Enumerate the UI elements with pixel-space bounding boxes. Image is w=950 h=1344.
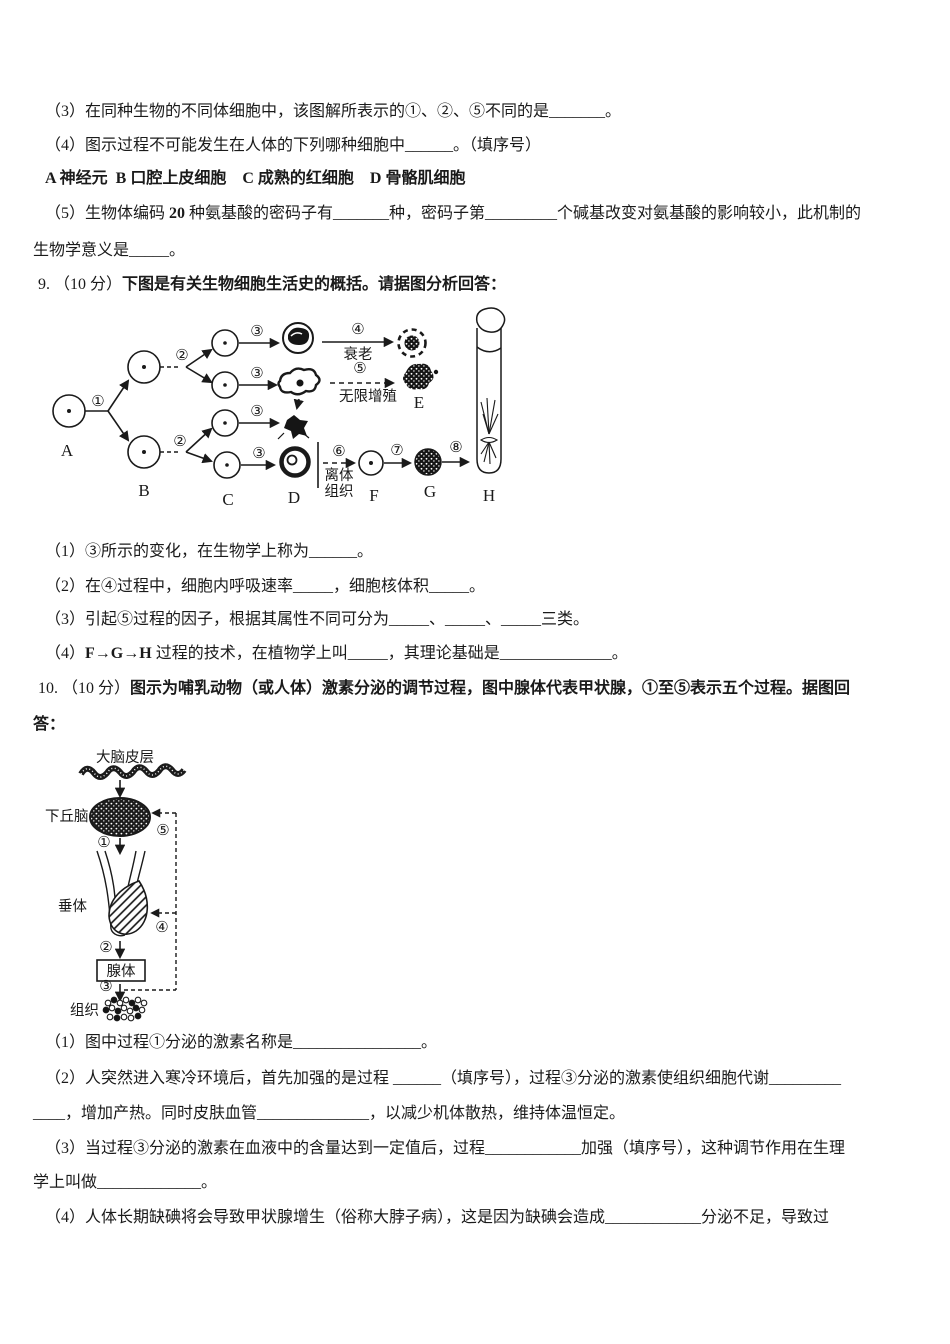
in-vitro-caption-2: 组织: [325, 483, 354, 500]
unlimited-proliferation-caption: 无限增殖: [339, 388, 397, 405]
q10-sub4-line: （4）人体长期缺碘将会导致甲状腺增生（俗称大脖子病），这是因为缺碘会造成____…: [45, 1209, 830, 1226]
q10-sub2-line1: （2）人突然进入寒冷环境后，首先加强的是过程 ______（填序号），过程③分泌…: [45, 1070, 842, 1087]
feedback-dashed-lines: [124, 808, 177, 991]
tissue-label: 组织: [70, 1002, 99, 1019]
q8-options-line: A 神经元 B 口腔上皮细胞 C 成熟的红细胞 D 骨骼肌细胞: [45, 170, 466, 187]
q10-number: 10. （10 分）: [38, 680, 131, 697]
label-F: F: [369, 486, 378, 505]
gland-label: 腺体: [107, 963, 136, 980]
differentiated-cell-1: [282, 322, 314, 354]
step-5-label: ⑤: [353, 361, 366, 377]
hormone-regulation-diagram: 大脑皮层 下丘脑 ⑤ ① 垂体 ④ ② 腺体: [45, 749, 187, 1022]
step-3d-label: ③: [252, 446, 265, 462]
step-4-label: ④: [155, 920, 168, 936]
q9-number: 9. （10 分）: [38, 276, 123, 293]
q9-sub3-line: （3）引起⑤过程的因子，根据其属性不同可分为_____、_____、_____三…: [45, 611, 590, 628]
q10-stem-line2: 答：: [33, 716, 66, 733]
q8-sub5-rest: 种氨基酸的密码子有_______种，密码子第_________个碱基改变对氨基酸…: [185, 205, 862, 222]
q10-stem-text: 图示为哺乳动物（或人体）激素分泌的调节过程，图中腺体代表甲状腺，①至⑤表示五个过…: [130, 680, 851, 697]
label-D: D: [288, 488, 300, 507]
differentiated-cell-4: [279, 446, 311, 478]
cell-life-history-diagram: ① ② ② ③ ③ ③ ③ ④ ⑤ ⑥ ⑦ ⑧ 衰老 无限增殖 离体 组织 A …: [52, 307, 506, 509]
hypothalamus-shape: [89, 797, 151, 837]
q8-sub5-prefix: （5）生物体编码: [45, 205, 170, 222]
differentiated-cell-2: [277, 367, 321, 396]
connectors: [85, 366, 319, 488]
step-5-label: ⑤: [156, 823, 169, 839]
pituitary-shape: [96, 850, 149, 937]
step-4-label: ④: [351, 322, 364, 338]
cancer-cell-E: [403, 363, 439, 390]
step-6-label: ⑥: [332, 444, 345, 460]
solid-arrows: [107, 336, 471, 471]
q8-sub5-number: 20: [169, 205, 186, 222]
step-3b-label: ③: [250, 366, 263, 382]
pituitary-label: 垂体: [58, 898, 87, 915]
q10-stem-line1: 10. （10 分）图示为哺乳动物（或人体）激素分泌的调节过程，图中腺体代表甲状…: [38, 678, 850, 700]
label-H: H: [483, 486, 495, 505]
label-B: B: [138, 481, 149, 500]
q9-stem-line: 9. （10 分）下图是有关生物细胞生活史的概括。请据图分析回答：: [38, 274, 506, 296]
dashed-arrows: [293, 377, 396, 469]
q9-sub4-rest: 过程的技术，在植物学上叫_____，其理论基础是______________。: [151, 645, 628, 662]
q8-sub4-line: （4）图示过程不可能发生在人体的下列哪种细胞中______。（填序号）: [45, 137, 542, 154]
q10-sub1-line: （1）图中过程①分泌的激素名称是________________。: [45, 1034, 438, 1051]
q8-sub5-line1: （5）生物体编码 20 种氨基酸的密码子有_______种，密码子第______…: [45, 203, 861, 225]
aged-cell: [397, 328, 427, 358]
plantlet: [479, 397, 499, 465]
step-3-label: ③: [99, 979, 112, 995]
gland-box: [96, 959, 146, 982]
q10-sub3-line2: 学上叫做_____________。: [33, 1174, 218, 1191]
q9-stem-text: 下图是有关生物细胞生活史的概括。请据图分析回答：: [122, 276, 507, 293]
label-E: E: [414, 393, 424, 412]
q8-sub5-line2: 生物学意义是_____。: [33, 242, 186, 259]
step-2-label: ②: [99, 940, 112, 956]
q8-sub3-line: （3）在同种生物的不同体细胞中，该图解所表示的①、②、⑤不同的是_______。: [45, 103, 622, 120]
label-A: A: [61, 441, 74, 460]
step-2-label: ②: [175, 348, 188, 364]
cerebral-cortex-band: [78, 763, 187, 780]
q10-sub3-line1: （3）当过程③分泌的激素在血液中的含量达到一定值后，过程____________…: [45, 1140, 846, 1157]
tissue-cells: [102, 996, 148, 1022]
step-3c-label: ③: [250, 404, 263, 420]
q9-sub4-prefix: （4）: [45, 645, 86, 662]
callus-cell-G: [414, 448, 442, 476]
q9-sub4-line: （4）F→G→H 过程的技术，在植物学上叫_____，其理论基础是_______…: [45, 643, 628, 665]
in-vitro-caption-1: 离体: [325, 467, 354, 484]
aging-caption: 衰老: [344, 346, 373, 363]
differentiated-cell-3: [277, 415, 310, 440]
test-tube-with-plantlet: [475, 307, 506, 474]
hypothalamus-label: 下丘脑: [45, 808, 89, 825]
step-2b-label: ②: [173, 434, 186, 450]
q10-sub2-line2: ____，增加产热。同时皮肤血管______________，以减少机体散热，维…: [33, 1105, 626, 1122]
cerebral-cortex-label: 大脑皮层: [96, 749, 154, 766]
q9-sub1-line: （1）③所示的变化，在生物学上称为______。: [45, 543, 374, 560]
step-1-label: ①: [91, 394, 104, 410]
step-1-label: ①: [97, 835, 110, 851]
stem-cell-nuclei: [67, 341, 373, 467]
label-G: G: [424, 482, 436, 501]
step-7-label: ⑦: [390, 443, 403, 459]
step-3-label: ③: [250, 324, 263, 340]
label-C: C: [222, 490, 233, 509]
q9-sub4-fgh: F→G→H: [85, 645, 152, 662]
step-8-label: ⑧: [449, 440, 462, 456]
q9-sub2-line: （2）在④过程中，细胞内呼吸速率_____，细胞核体积_____。: [45, 578, 486, 595]
